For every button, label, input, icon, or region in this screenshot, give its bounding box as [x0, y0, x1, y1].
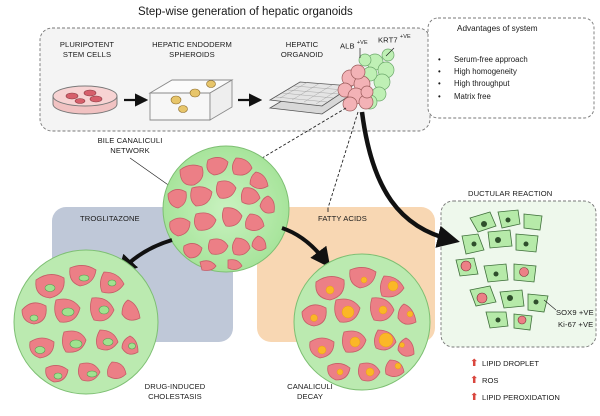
canaliculi-decay-sphere	[293, 253, 431, 391]
advantages-box	[427, 17, 595, 119]
ki67-label: Ki-67 +VE	[558, 320, 594, 329]
ductular-reaction-label: DUCTULAR REACTION	[468, 189, 553, 198]
effect-item: ⬆LIPID DROPLET	[470, 355, 560, 372]
arrow-up-icon: ⬆	[470, 375, 479, 386]
hepatic-organoid-cluster	[337, 48, 395, 112]
arrow-up-icon: ⬆	[470, 392, 479, 403]
troglitazone-label: TROGLITAZONE	[80, 214, 140, 223]
arrow-up-icon: ⬆	[470, 358, 479, 369]
bile-canaliculi-sphere	[162, 145, 290, 273]
petri-dish-icon	[52, 85, 118, 115]
fatty-acids-label: FATTY ACIDS	[318, 214, 367, 223]
advantage-item: •High homogeneity	[438, 67, 517, 77]
marker-alb: ALB +VE	[340, 40, 368, 51]
ductular-reaction-cells	[455, 209, 557, 331]
spheroid-well-icon	[148, 79, 234, 121]
effect-item: ⬆ROS	[470, 372, 560, 389]
diagram-title: Step-wise generation of hepatic organoid…	[138, 6, 353, 18]
advantages-list: •Serum-free approach •High homogeneity •…	[438, 54, 528, 103]
advantage-item: •Serum-free approach	[438, 55, 528, 64]
advantage-item: •Matrix free	[438, 91, 491, 101]
sox9-label: SOX9 +VE	[556, 308, 594, 317]
lipid-effects-legend: ⬆LIPID DROPLET ⬆ROS ⬆LIPID PEROXIDATION	[470, 355, 560, 406]
effect-item: ⬆LIPID PEROXIDATION	[470, 389, 560, 406]
advantages-title: Advantages of system	[457, 24, 538, 33]
cholestasis-sphere	[13, 249, 159, 395]
organoid-plate-icon	[268, 81, 354, 115]
advantage-item: •High throughput	[438, 79, 510, 89]
marker-krt7: KRT7 +VE	[378, 34, 411, 45]
